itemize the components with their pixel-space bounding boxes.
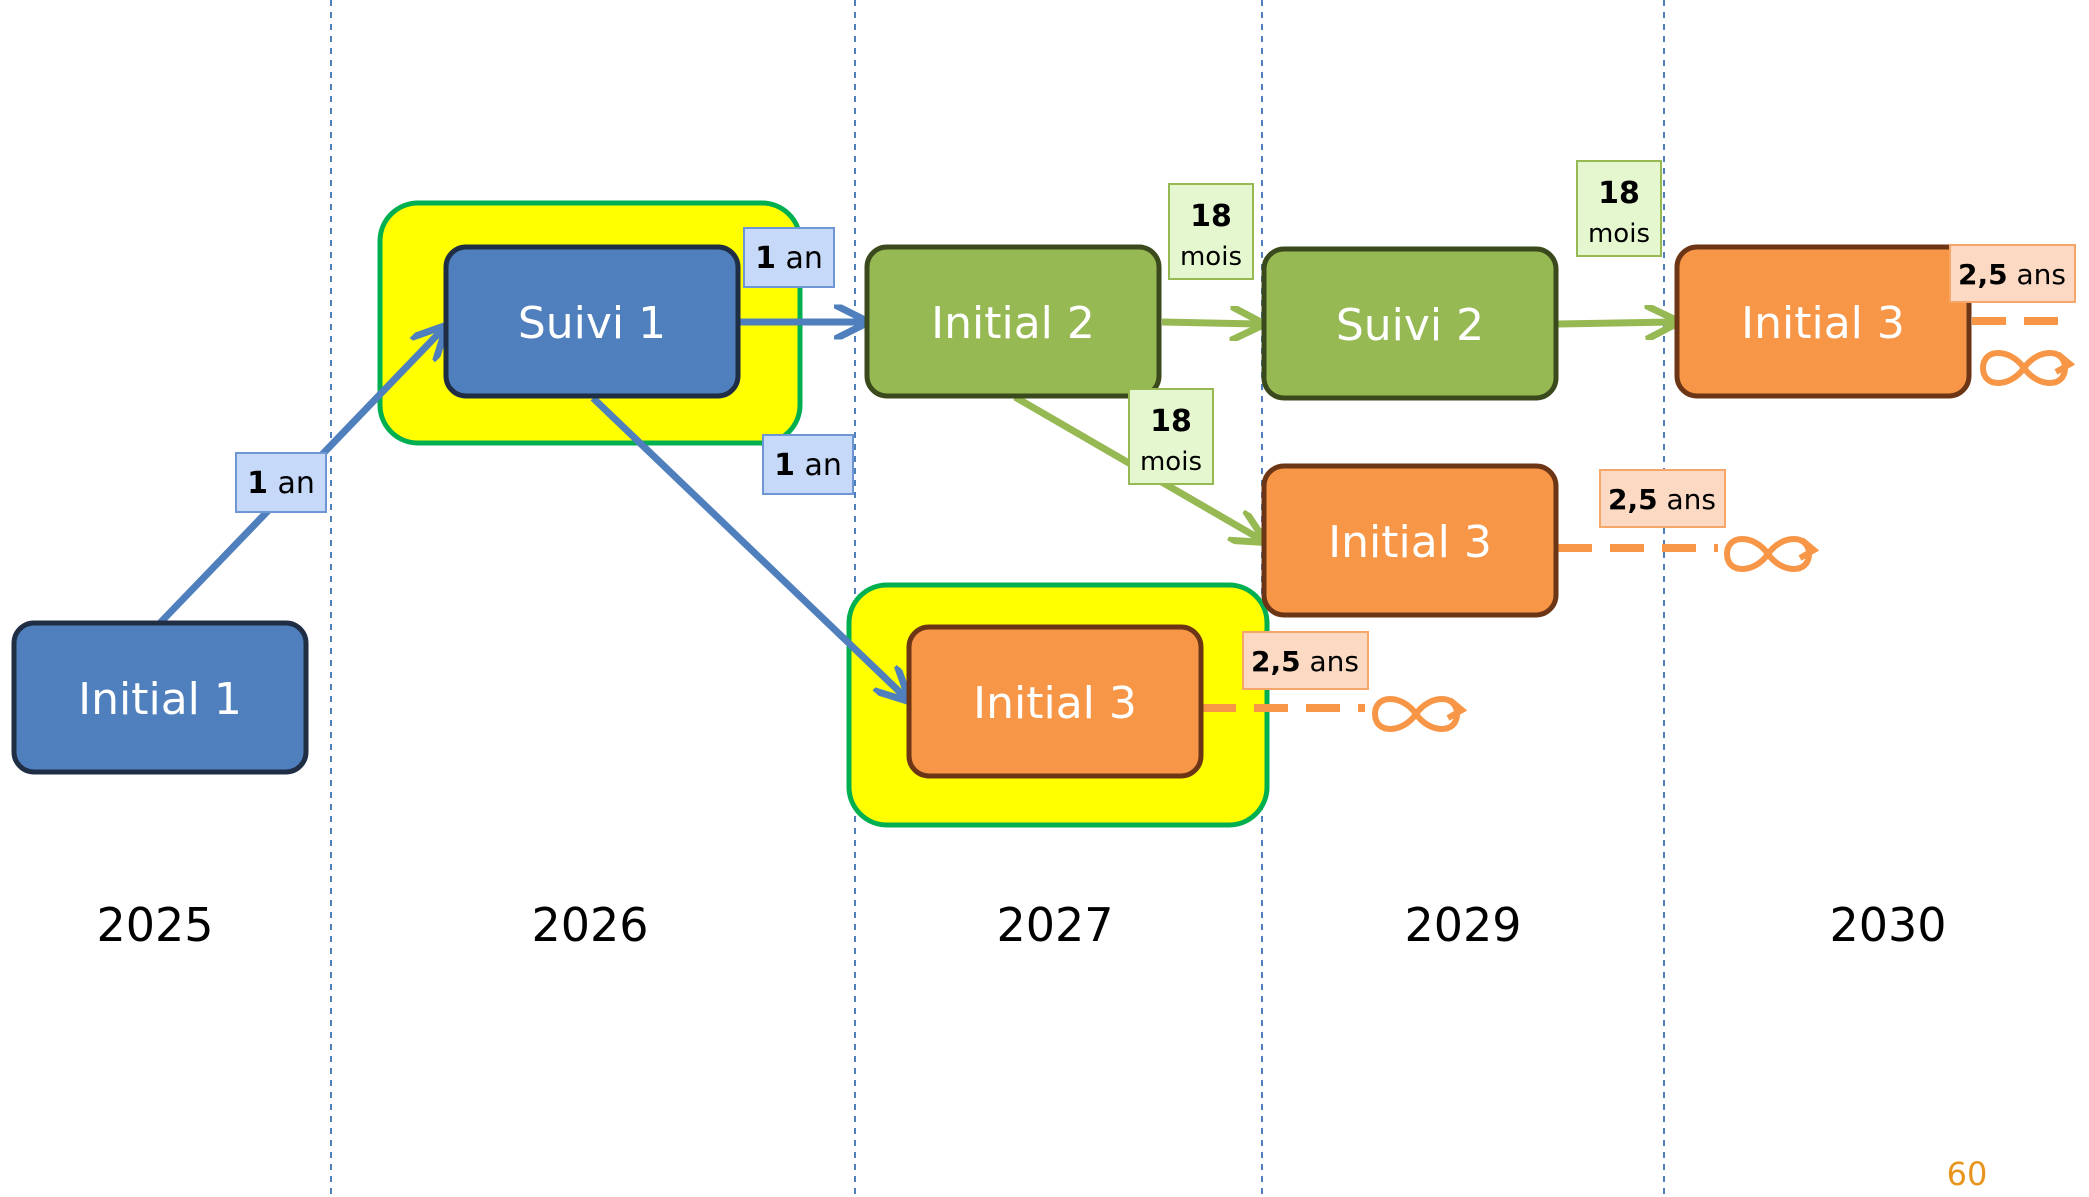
infinity-cycle-icon [1371,696,1468,732]
infinity-cycle-icon [1979,350,2076,386]
node-label: Initial 3 [973,678,1137,729]
node-label: Suivi 2 [1336,300,1484,351]
year-label: 2030 [1829,898,1946,952]
svg-text:2,5 ans: 2,5 ans [1608,483,1716,516]
year-label: 2025 [96,898,213,952]
node-initial1: Initial 1 [11,620,309,775]
svg-text:2,5 ans: 2,5 ans [1251,645,1359,678]
node-initial3-mid: Initial 3 [1261,463,1559,618]
continuation-lines [1202,317,2075,712]
arrow-initial2-to-suivi2 [1161,322,1258,324]
duration-label-2-5-ans: 2,5 ans [1599,469,1726,528]
page-number: 60 [1947,1155,1988,1193]
node-label: Suivi 1 [518,298,666,349]
node-initial2: Initial 2 [864,244,1162,399]
duration-label-1-an: 1 an [743,227,835,288]
svg-text:18: 18 [1598,176,1640,211]
year-label: 2026 [531,898,648,952]
year-label: 2027 [996,898,1113,952]
duration-label-2-5-ans: 2,5 ans [1242,631,1369,690]
arrow-suivi2-to-initial3 [1557,322,1673,324]
node-label: Initial 2 [931,298,1095,349]
infinity-cycle-icon [1723,536,1820,572]
duration-label-18-mois: 18 mois [1168,183,1254,280]
node-suivi2: Suivi 2 [1261,246,1559,401]
duration-label-18-mois: 18 mois [1576,160,1662,257]
duration-label-1-an: 1 an [762,434,854,495]
svg-text:18: 18 [1150,404,1192,439]
svg-text:mois: mois [1180,242,1242,272]
year-label: 2029 [1404,898,1521,952]
node-label: Initial 1 [78,674,242,725]
svg-text:1 an: 1 an [774,448,842,483]
svg-text:mois: mois [1140,447,1202,477]
duration-label-18-mois: 18 mois [1128,388,1214,485]
svg-text:mois: mois [1588,219,1650,249]
node-initial3-low: Initial 3 [906,624,1204,779]
year-separators [330,0,1665,1197]
svg-text:2,5 ans: 2,5 ans [1958,258,2066,291]
svg-text:1 an: 1 an [247,466,315,501]
node-label: Initial 3 [1328,517,1492,568]
svg-text:18: 18 [1190,199,1232,234]
node-label: Initial 3 [1741,298,1905,349]
duration-label-2-5-ans: 2,5 ans [1949,244,2076,303]
svg-text:1 an: 1 an [755,241,823,276]
duration-label-1-an: 1 an [235,452,327,513]
node-suivi1: Suivi 1 [443,244,741,399]
arrow-suivi1-to-initial3 [590,395,905,697]
node-initial3-top: Initial 3 [1674,244,1972,399]
